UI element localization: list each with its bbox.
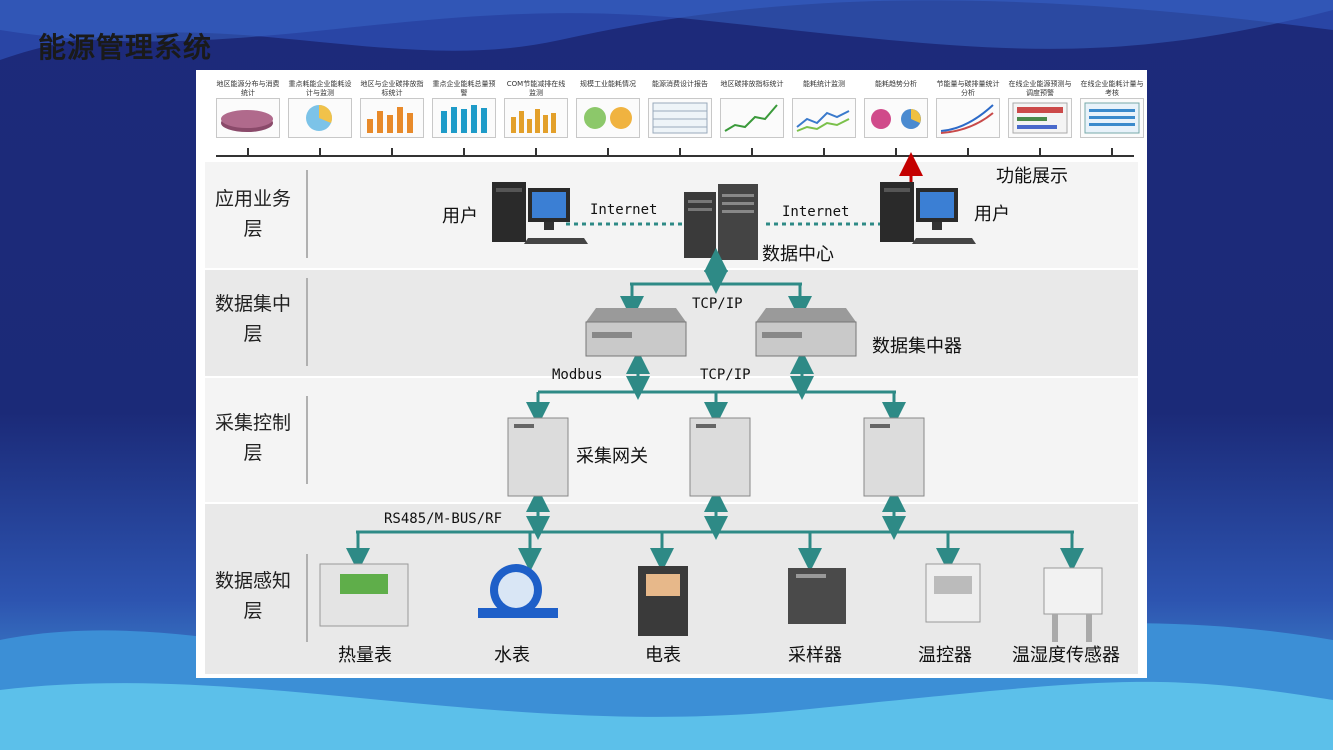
internet-left-label: Internet: [590, 202, 658, 218]
pc-right-icon: [880, 182, 976, 244]
function-thumbnail: 能耗趋势分析: [864, 80, 928, 142]
concentrator-icon: [755, 308, 857, 357]
application-layer-band: [205, 162, 1138, 268]
gateway-cabinet-icon: [507, 417, 569, 497]
water-meter-icon: [478, 564, 558, 618]
layer-divider: [306, 396, 308, 484]
layer-divider: [306, 278, 308, 366]
tcpip-label: TCP/IP: [692, 296, 743, 312]
bus-label: RS485/M-BUS/RF: [384, 511, 503, 527]
tcpip-label: TCP/IP: [700, 367, 751, 383]
device-label-humidity-sensor: 温湿度传感器: [1012, 645, 1120, 666]
sampler-icon: [788, 568, 846, 624]
function-display-label: 功能展示: [996, 166, 1068, 187]
function-thumbnail: 地区能源分布与消费统计: [216, 80, 280, 142]
device-label-thermostat: 温控器: [918, 645, 972, 666]
diagram-graphics: [216, 148, 1134, 642]
layer-label: 采集控制层: [214, 412, 291, 464]
pc-left-icon: [492, 182, 588, 244]
concentrator-label: 数据集中器: [872, 336, 962, 357]
user-right-label: 用户: [974, 204, 1010, 225]
heat-meter-icon: [319, 563, 409, 627]
gateway-cabinet-icon: [863, 417, 925, 497]
data-center-label: 数据中心: [762, 244, 834, 265]
internet-right-label: Internet: [782, 204, 850, 220]
electric-meter-icon: [638, 566, 688, 636]
function-thumbnail: COM节能减排在线监测: [504, 80, 568, 142]
function-thumbnail: 能耗统计监测: [792, 80, 856, 142]
function-thumbnail: 地区碳排放指标统计: [720, 80, 784, 142]
function-thumbnail: 规模工业能耗情况: [576, 80, 640, 142]
gateway-cabinet-icon: [689, 417, 751, 497]
function-thumbnail: 重点企业能耗总量预警: [432, 80, 496, 142]
architecture-diagram: 地区能源分布与消费统计 重点耗能企业能耗设计与监测 地区与企业碳排放指标统计 重…: [196, 70, 1147, 678]
collection-layer-band: [205, 378, 1138, 502]
device-label-electric-meter: 电表: [645, 645, 681, 666]
function-thumbnail: 地区与企业碳排放指标统计: [360, 80, 424, 142]
function-thumbnail: 在线企业能耗计量与考核: [1080, 80, 1144, 142]
function-thumbnail: 能源消费设计报告: [648, 80, 712, 142]
humidity-sensor-icon: [1043, 567, 1103, 642]
layer-label: 应用业务层: [214, 188, 291, 240]
modbus-label: Modbus: [552, 367, 603, 383]
thermostat-icon: [925, 563, 981, 623]
data-center-server-icon: [684, 184, 758, 260]
device-label-water-meter: 水表: [494, 645, 530, 666]
function-thumbnail: 节能量与碳排量统计分析: [936, 80, 1000, 142]
page-title: 能源管理系统: [38, 31, 213, 64]
layer-divider: [306, 554, 308, 642]
function-thumbnail: 在线企业能源预测与调度预警: [1008, 80, 1072, 142]
layer-label: 数据感知层: [214, 570, 291, 622]
user-left-label: 用户: [442, 206, 478, 227]
layer-label: 数据集中层: [214, 293, 291, 345]
layer-divider: [306, 170, 308, 258]
device-label-sampler: 采样器: [788, 645, 842, 666]
device-label-heat-meter: 热量表: [338, 645, 392, 666]
timeline-axis: [216, 148, 1134, 157]
function-thumbnail: 重点耗能企业能耗设计与监测: [288, 80, 352, 142]
gateway-label: 采集网关: [576, 446, 648, 467]
concentrator-icon: [585, 308, 687, 357]
